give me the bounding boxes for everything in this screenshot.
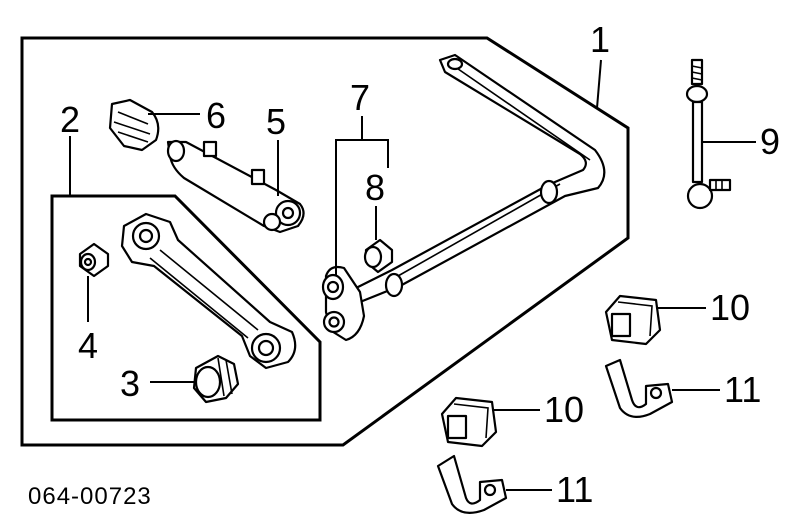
callout-7: 7 (350, 77, 370, 118)
clamp-11-upper (604, 358, 674, 419)
callout-6: 6 (206, 95, 226, 136)
catalog-number: 064-00723 (28, 483, 152, 510)
bushing-10-lower (440, 396, 498, 448)
subassembly-frame (50, 194, 322, 422)
callout-4: 4 (78, 325, 98, 366)
leader-lines (69, 59, 756, 491)
callout-1: 1 (590, 19, 610, 60)
end-link-9 (685, 58, 732, 210)
callout-8: 8 (365, 167, 385, 208)
callout-11-upper: 11 (724, 369, 761, 410)
callout-9: 9 (760, 121, 780, 162)
callout-3: 3 (120, 363, 140, 404)
callout-5: 5 (266, 101, 286, 142)
callout-10-upper: 10 (710, 287, 750, 328)
callout-11-lower: 11 (556, 469, 593, 510)
callout-2: 2 (60, 99, 80, 140)
bushing-4 (78, 242, 110, 278)
assembly-frame (20, 36, 630, 447)
damper-5 (166, 139, 305, 234)
bushing-10-upper (604, 294, 662, 346)
callout-10-lower: 10 (544, 389, 584, 430)
grommet-3 (192, 354, 240, 404)
clamp-11-lower (436, 454, 508, 515)
boot-6 (108, 98, 160, 152)
stabilizer-bar (350, 53, 606, 304)
bushing-8 (363, 238, 394, 274)
bar-end-bracket (321, 265, 366, 342)
control-arm (120, 212, 297, 370)
